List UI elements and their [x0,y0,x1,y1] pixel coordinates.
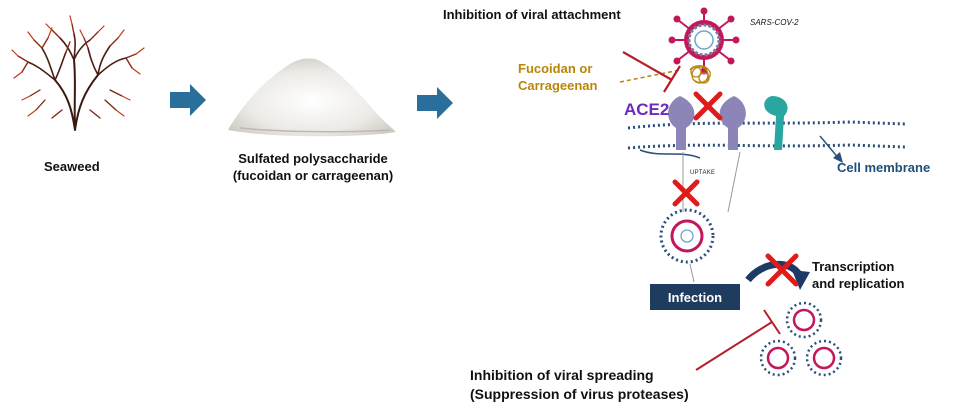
polysaccharide-label: Sulfated polysaccharide (fucoidan or car… [208,150,418,184]
tmprss2-receptor [764,96,788,150]
fucoidan-label-line2: Carrageenan [518,78,598,93]
fucoidan-molecule [689,65,711,84]
inhibition-spreading-label: Inhibition of viral spreading (Suppressi… [470,366,689,404]
infection-label: Infection [667,289,723,305]
uptake-arrows [682,151,741,213]
replication-blocked-cross [765,253,799,287]
progeny-virus [785,301,823,339]
uptake-blocked-cross [672,179,700,207]
inhibition-spreading-line1: Inhibition of viral spreading [470,367,654,383]
uptake-label: UPTAKE [690,170,716,176]
infection-box: Infection [650,284,740,310]
infection-arrow [689,263,695,283]
ace2-receptor [668,96,746,150]
fucoidan-pointer-line [619,69,681,83]
spreading-inhibitor-symbol [695,309,781,371]
ace2-blocked-cross [693,91,723,121]
cell-membrane [627,120,906,159]
sars-cov-2-virus [668,7,740,75]
polysaccharide-label-line2: (fucoidan or carrageenan) [232,168,394,183]
inhibition-attachment-label: Inhibition of viral attachment [443,7,621,22]
polysaccharide-powder-image [228,58,396,137]
fucoidan-label: Fucoidan or Carrageenan [518,60,597,94]
transcription-label-line2: and replication [812,276,905,291]
progeny-virus [805,339,843,377]
process-arrow-1 [170,84,206,116]
endocytosed-virus [659,208,715,264]
inhibition-spreading-line2: (Suppression of virus proteases) [470,386,689,402]
progeny-virus [759,339,797,377]
fucoidan-label-line1: Fucoidan or [518,61,593,76]
attachment-inhibitor-symbol [622,51,681,93]
seaweed-image [11,15,145,131]
ace2-label: ACE2 [624,100,670,119]
seaweed-label: Seaweed [44,159,100,174]
cell-membrane-arrow [819,135,843,163]
cell-membrane-label: Cell membrane [837,160,931,175]
transcription-label-line1: Transcription [812,259,895,274]
polysaccharide-label-line1: Sulfated polysaccharide [238,151,388,166]
virus-label: SARS-COV-2 [750,18,799,27]
transcription-label: Transcription and replication [812,258,904,292]
process-arrow-2 [417,87,453,119]
